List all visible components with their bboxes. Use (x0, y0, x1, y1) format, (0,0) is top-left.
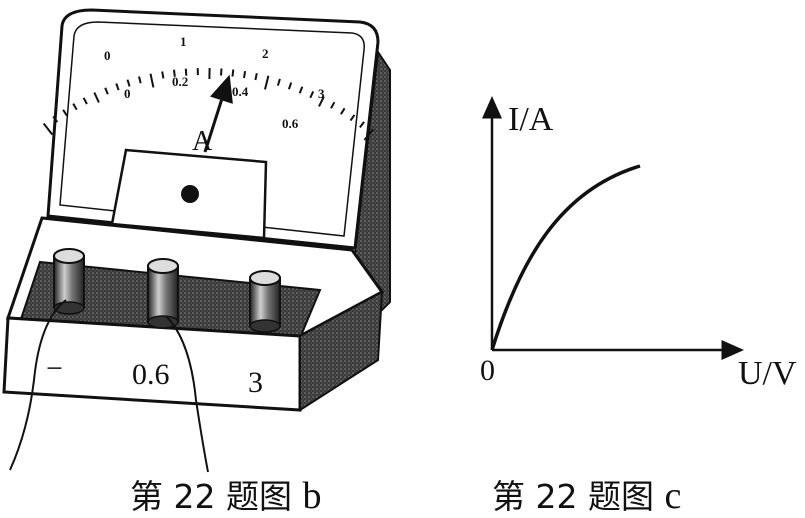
scale-tick (42, 122, 54, 136)
scale-tick (330, 101, 336, 109)
ammeter-base-side (299, 290, 384, 412)
caption-c-prefix: 第 22 题图 (492, 477, 654, 516)
scale-tick (359, 121, 365, 129)
upper-scale-label: 0 (104, 48, 111, 63)
scale-tick (309, 90, 315, 99)
lower-scale-label: 0.6 (282, 116, 299, 131)
binding-post-3 (249, 270, 281, 333)
ammeter-illustration: 0 1 2 3 0 0.2 0.4 0.6 A (2, 8, 391, 473)
binding-post-0-6 (147, 258, 179, 329)
scale-tick (243, 70, 247, 79)
caption-figure-b: 第 22 题图 b (130, 470, 321, 518)
meter-needle (203, 74, 233, 153)
scale-tick (264, 75, 270, 90)
caption-figure-c: 第 22 题图 c (492, 470, 681, 518)
scale-tick (184, 68, 188, 76)
scale-tick (173, 69, 176, 77)
scale-tick (231, 69, 235, 77)
scale-tick (82, 97, 88, 105)
lower-scale-label: 0.4 (232, 84, 249, 99)
scale-tick (340, 107, 346, 115)
scale-tick (126, 79, 131, 87)
iu-curve (490, 164, 641, 351)
scale-tick (349, 114, 356, 122)
scale-tick (93, 92, 100, 103)
caption-c-letter: c (664, 475, 682, 517)
iu-graph: I/A U/V 0 (480, 96, 797, 392)
lower-scale-label: 0 (124, 86, 131, 101)
y-axis-label: I/A (508, 101, 554, 138)
origin-label: 0 (480, 354, 495, 387)
scale-tick (138, 76, 142, 84)
scale-tick (363, 128, 375, 141)
scale-tick (298, 86, 304, 94)
scale-tick (161, 71, 165, 79)
upper-scale-label: 3 (318, 86, 325, 101)
wire-negative (9, 299, 67, 471)
terminal-label-0-6: 0.6 (132, 358, 170, 391)
upper-scale-label: 2 (262, 46, 269, 61)
scale-tick (254, 72, 258, 81)
scale-tick (52, 115, 59, 123)
zero-adjust-screw (181, 185, 199, 203)
caption-b-prefix: 第 22 题图 (130, 477, 292, 516)
scale-tick (72, 103, 78, 111)
x-axis-label: U/V (738, 355, 797, 392)
wire-0-6 (165, 315, 209, 473)
unit-symbol: A (192, 126, 213, 157)
caption-b-letter: b (302, 475, 322, 517)
terminal-label-negative: − (46, 352, 63, 385)
terminal-label-3: 3 (248, 366, 263, 399)
upper-scale-label: 1 (180, 34, 187, 49)
scale-tick (220, 68, 223, 76)
scale-tick (287, 82, 293, 90)
scale-tick (62, 109, 68, 117)
scale-tick (318, 96, 325, 107)
scale-tick (149, 73, 155, 88)
scale-tick (104, 87, 109, 95)
scale-tick (276, 78, 281, 86)
binding-post-negative (53, 248, 85, 315)
scale-tick (115, 83, 120, 91)
lower-scale-label: 0.2 (172, 74, 188, 89)
